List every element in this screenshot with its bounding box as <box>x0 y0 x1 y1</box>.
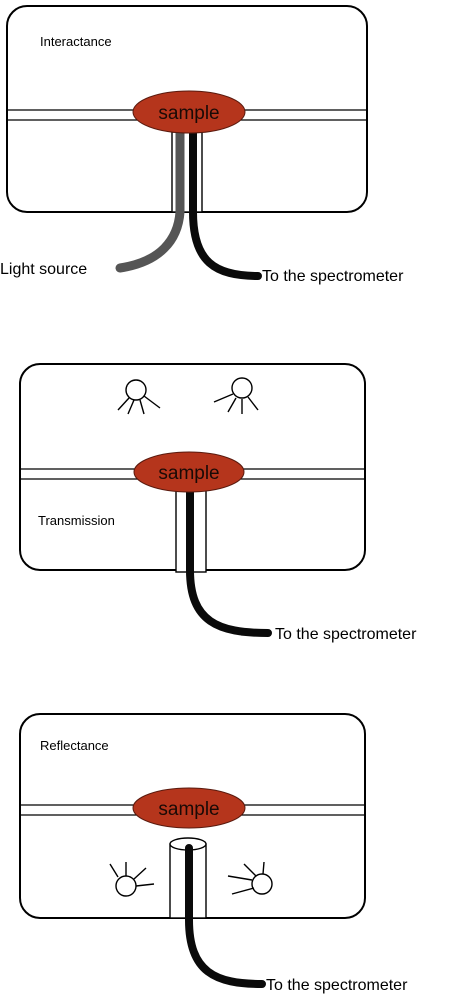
sample <box>132 90 246 134</box>
spectrometer-label: To the spectrometer <box>275 626 417 643</box>
light-source-fiber <box>115 127 185 273</box>
spectrometer-fiber <box>189 128 262 280</box>
spectrometer-fiber <box>185 844 266 988</box>
spectrometer-label: To the spectrometer <box>266 977 408 994</box>
sample-label: sample <box>158 799 219 820</box>
reflectance-panel: Reflectance sample To the spectromete <box>19 713 408 994</box>
spectrometer-label: To the spectrometer <box>262 268 404 285</box>
sample <box>133 451 245 493</box>
interactance-title: Interactance <box>40 34 112 49</box>
sample <box>132 787 246 829</box>
transmission-title: Transmission <box>38 513 115 528</box>
lamp-icon <box>213 377 259 414</box>
lamp-icon <box>227 861 273 895</box>
lamp-icon <box>117 379 161 415</box>
interactance-panel: Interactance sample Light source To the … <box>0 5 404 285</box>
transmission-panel: sample Transmission To the spectrometer <box>19 363 417 643</box>
spectrometer-fiber <box>186 484 272 637</box>
reflectance-title: Reflectance <box>40 738 109 753</box>
sample-label: sample <box>158 103 219 124</box>
sample-label: sample <box>158 463 219 484</box>
light-source-label: Light source <box>0 261 87 278</box>
lamp-icon <box>109 862 155 897</box>
